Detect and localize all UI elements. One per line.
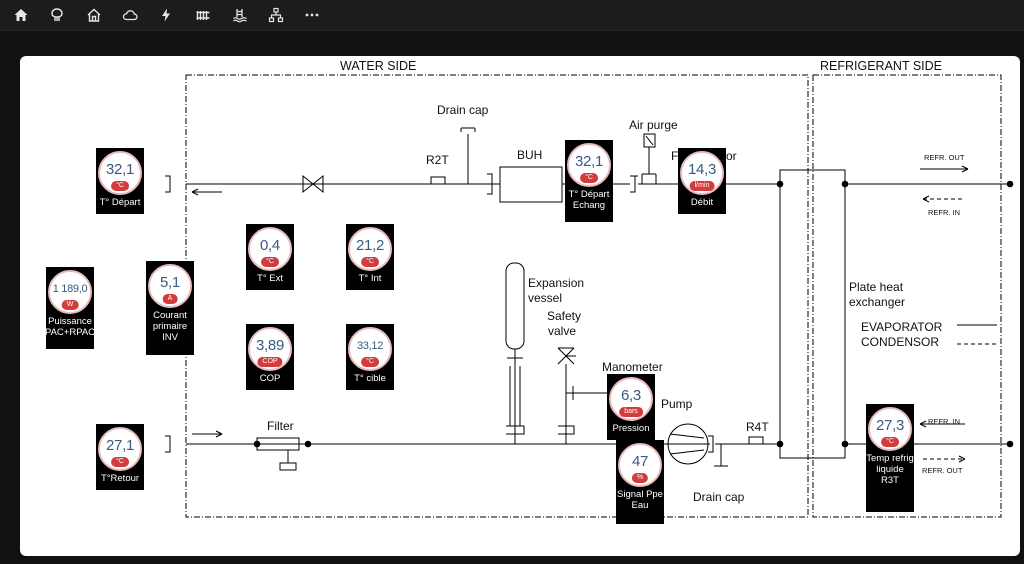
sensor-tile-t-int[interactable]: 21,2°C T° Int (346, 224, 394, 290)
expansion-vessel-label-2: vessel (528, 291, 563, 305)
refrigerant-side-label: REFRIGERANT SIDE (820, 59, 943, 73)
filter-label: Filter (267, 419, 294, 433)
sensor-tile-t-cible[interactable]: 33,12°C T° cible (346, 324, 394, 390)
plate-heat-exchanger-label-2: exchanger (849, 295, 906, 309)
flow-sensor-label-start: F (671, 149, 679, 163)
sensor-tile-signal-ppe[interactable]: 47% Signal Ppe Eau (616, 440, 664, 524)
drain-cap-bottom-label: Drain cap (693, 490, 745, 504)
radiator-icon[interactable] (193, 5, 213, 25)
condensor-legend-label: CONDENSOR (861, 335, 940, 349)
refr-out-top-label: REFR. OUT (924, 153, 965, 162)
cloud-icon[interactable] (120, 5, 140, 25)
pump-label: Pump (661, 397, 693, 411)
refr-in-bottom-label: REFR. IN (928, 417, 961, 426)
sensor-tile-t-ext[interactable]: 0,4°C T° Ext (246, 224, 294, 290)
safety-valve-label-1: Safety (547, 309, 582, 323)
hydraulic-schematic (165, 74, 1014, 518)
safety-valve-label-2: valve (548, 324, 577, 338)
heat-pump-icon[interactable] (47, 5, 67, 25)
plate-heat-exchanger-label-1: Plate heat (849, 280, 904, 294)
hydraulic-diagram-card: WATER SIDE REFRIGERANT SIDE Drain cap R2… (20, 56, 1020, 556)
refr-in-top-label: REFR. IN (928, 208, 961, 217)
gauge: 0,4°C (248, 227, 292, 271)
top-nav-bar (0, 0, 1024, 31)
buh-label: BUH (517, 148, 543, 162)
air-purge-label: Air purge (629, 118, 678, 132)
r4t-label: R4T (746, 420, 769, 434)
sensor-tile-t-retour[interactable]: 27,1°C T°Retour (96, 424, 144, 490)
gauge: 21,2°C (348, 227, 392, 271)
sensor-tile-temp-refrig[interactable]: 27,3°C Temp refrig liquide R3T (866, 404, 914, 512)
pool-icon[interactable] (230, 5, 250, 25)
more-icon[interactable] (302, 5, 322, 25)
home-icon[interactable] (11, 5, 31, 25)
sensor-tile-t-depart[interactable]: 32,1°C T° Départ (96, 148, 144, 214)
lightning-icon[interactable] (156, 5, 176, 25)
drain-cap-top-label: Drain cap (437, 103, 489, 117)
network-icon[interactable] (266, 5, 286, 25)
house-icon[interactable] (84, 5, 104, 25)
manometer-label: Manometer (602, 360, 663, 374)
gauge: 27,3°C (868, 407, 912, 451)
r2t-label: R2T (426, 153, 449, 167)
gauge: 32,1°C (98, 151, 142, 195)
sensor-tile-t-depart-echang[interactable]: 32,1°C T° Départ Echang (565, 140, 613, 222)
refr-out-bottom-label: REFR. OUT (922, 466, 963, 475)
expansion-vessel-label-1: Expansion (528, 276, 585, 290)
gauge: 32,1°C (567, 143, 611, 187)
gauge: 47% (618, 443, 662, 487)
gauge: 27,1°C (98, 427, 142, 471)
evaporator-legend-label: EVAPORATOR (861, 320, 943, 334)
gauge: 33,12°C (348, 327, 392, 371)
flow-sensor-label-end: or (726, 149, 737, 163)
water-side-label: WATER SIDE (340, 59, 417, 73)
